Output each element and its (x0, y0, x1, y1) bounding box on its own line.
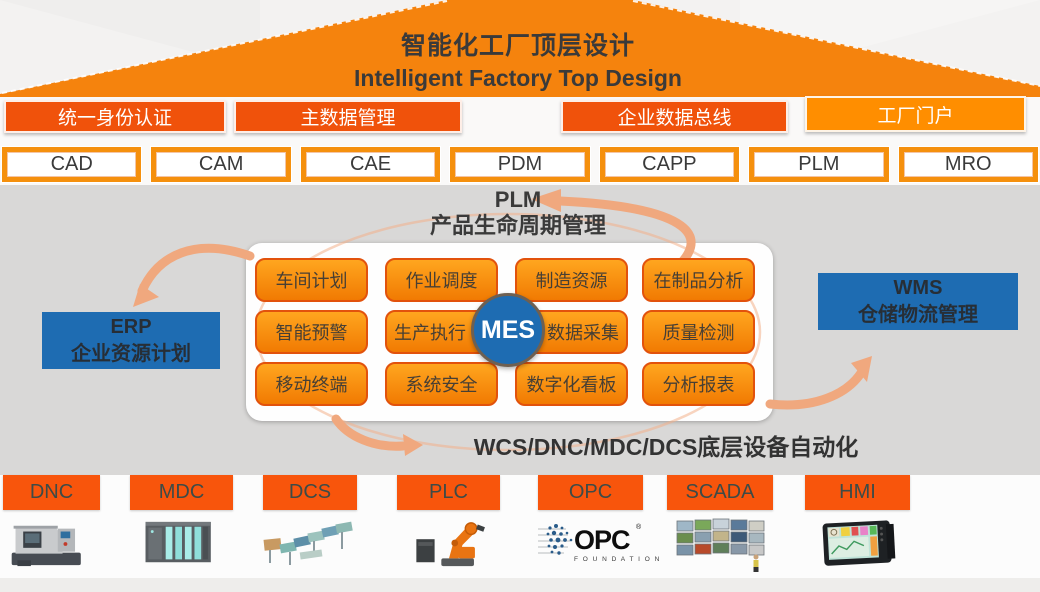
app-box-cam: CAM (151, 147, 291, 182)
mes-zone: PLM 产品生命周期管理 车间计划 作业调度 制造资源 在制品分析 (0, 185, 1040, 475)
roof-title: 智能化工厂顶层设计 Intelligent Factory Top Design (198, 26, 838, 92)
device-label-dnc: DNC (3, 475, 100, 510)
device-plc: PLC (397, 475, 500, 575)
plm-abbr: PLM (494, 187, 542, 212)
mes-module: 系统安全 (385, 362, 498, 406)
mes-circle: MES (471, 293, 545, 367)
erp-abbr: ERP (110, 315, 152, 338)
conveyor-line-icon (263, 521, 353, 565)
platform-bar-portal: 工厂门户 (805, 96, 1026, 132)
arrow-to-wms (765, 368, 866, 410)
wms-name: 仓储物流管理 (858, 303, 978, 326)
plm-layer-title: PLM 产品生命周期管理 (318, 187, 718, 240)
mes-module: 车间计划 (255, 258, 368, 302)
device-opc: OPC OPC ® F O U N D A T I O N (537, 475, 659, 575)
device-dcs: DCS (263, 475, 357, 575)
arrowhead-automation (403, 434, 423, 456)
app-box-mro: MRO (898, 147, 1038, 182)
device-label-plc: PLC (397, 475, 500, 510)
mes-module: 制造资源 (515, 258, 628, 302)
arrowhead-wms (851, 356, 872, 382)
device-dnc: DNC (3, 475, 100, 575)
app-box-plm: PLM (749, 147, 889, 182)
arrow-to-automation (331, 414, 408, 451)
mes-module: 在制品分析 (642, 258, 755, 302)
hmi-panel-icon (822, 520, 895, 566)
mes-module: 质量检测 (642, 310, 755, 354)
opc-logo-subtext: F O U N D A T I O N (574, 556, 661, 563)
app-box-pdm: PDM (450, 147, 590, 182)
svg-text:®: ® (636, 523, 642, 531)
platform-bar-databus: 企业数据总线 (561, 100, 788, 133)
platform-bar-identity: 统一身份认证 (4, 100, 226, 133)
mes-module: 数字化看板 (515, 362, 628, 406)
opc-logo-text: OPC (574, 525, 630, 555)
arrowhead-erp (133, 284, 159, 307)
app-box-row: CAD CAM CAE PDM CAPP PLM MRO (2, 147, 1038, 182)
arrowhead-plm (531, 189, 561, 212)
arrow-to-erp (137, 243, 255, 296)
device-hmi: HMI (805, 475, 910, 575)
app-box-capp: CAPP (599, 147, 740, 182)
erp-name: 企业资源计划 (71, 342, 191, 365)
device-label-opc: OPC (538, 475, 643, 510)
device-label-mdc: MDC (130, 475, 233, 510)
bottom-band (0, 578, 1040, 592)
mes-module: 分析报表 (642, 362, 755, 406)
app-box-cad: CAD (2, 147, 142, 182)
roof-triangle (0, 0, 1040, 97)
device-label-scada: SCADA (667, 475, 773, 510)
automation-layer-title: WCS/DNC/MDC/DCS底层设备自动化 (473, 434, 859, 460)
device-scada: SCADA (667, 475, 773, 575)
wms-abbr: WMS (893, 276, 943, 299)
wms-box: WMS 仓储物流管理 (818, 273, 1018, 330)
cnc-machine-icon (11, 525, 81, 567)
device-label-hmi: HMI (805, 475, 910, 510)
device-label-dcs: DCS (263, 475, 357, 510)
roof-title-zh: 智能化工厂顶层设计 (400, 32, 635, 60)
erp-box: ERP 企业资源计划 (42, 312, 220, 369)
device-layer: DNC MDC (0, 475, 1040, 592)
plc-rack-icon (145, 521, 211, 563)
platform-bar-label: 主数据管理 (300, 108, 396, 129)
mes-module: 移动终端 (255, 362, 368, 406)
mes-module: 智能预警 (255, 310, 368, 354)
monitor-wall-icon (676, 518, 765, 572)
mes-module: 作业调度 (385, 258, 498, 302)
platform-bar-label: 统一身份认证 (57, 108, 172, 129)
platform-bar-label: 企业数据总线 (617, 108, 732, 129)
app-box-cae: CAE (300, 147, 441, 182)
opc-foundation-logo: OPC ® F O U N D A T I O N (537, 523, 659, 563)
robot-arm-icon (415, 522, 485, 567)
platform-bar-masterdata: 主数据管理 (234, 100, 462, 133)
device-mdc: MDC (130, 475, 233, 575)
roof-title-en: Intelligent Factory Top Design (354, 65, 682, 91)
platform-bar-label: 工厂门户 (877, 105, 954, 127)
plm-name: 产品生命周期管理 (429, 213, 606, 239)
